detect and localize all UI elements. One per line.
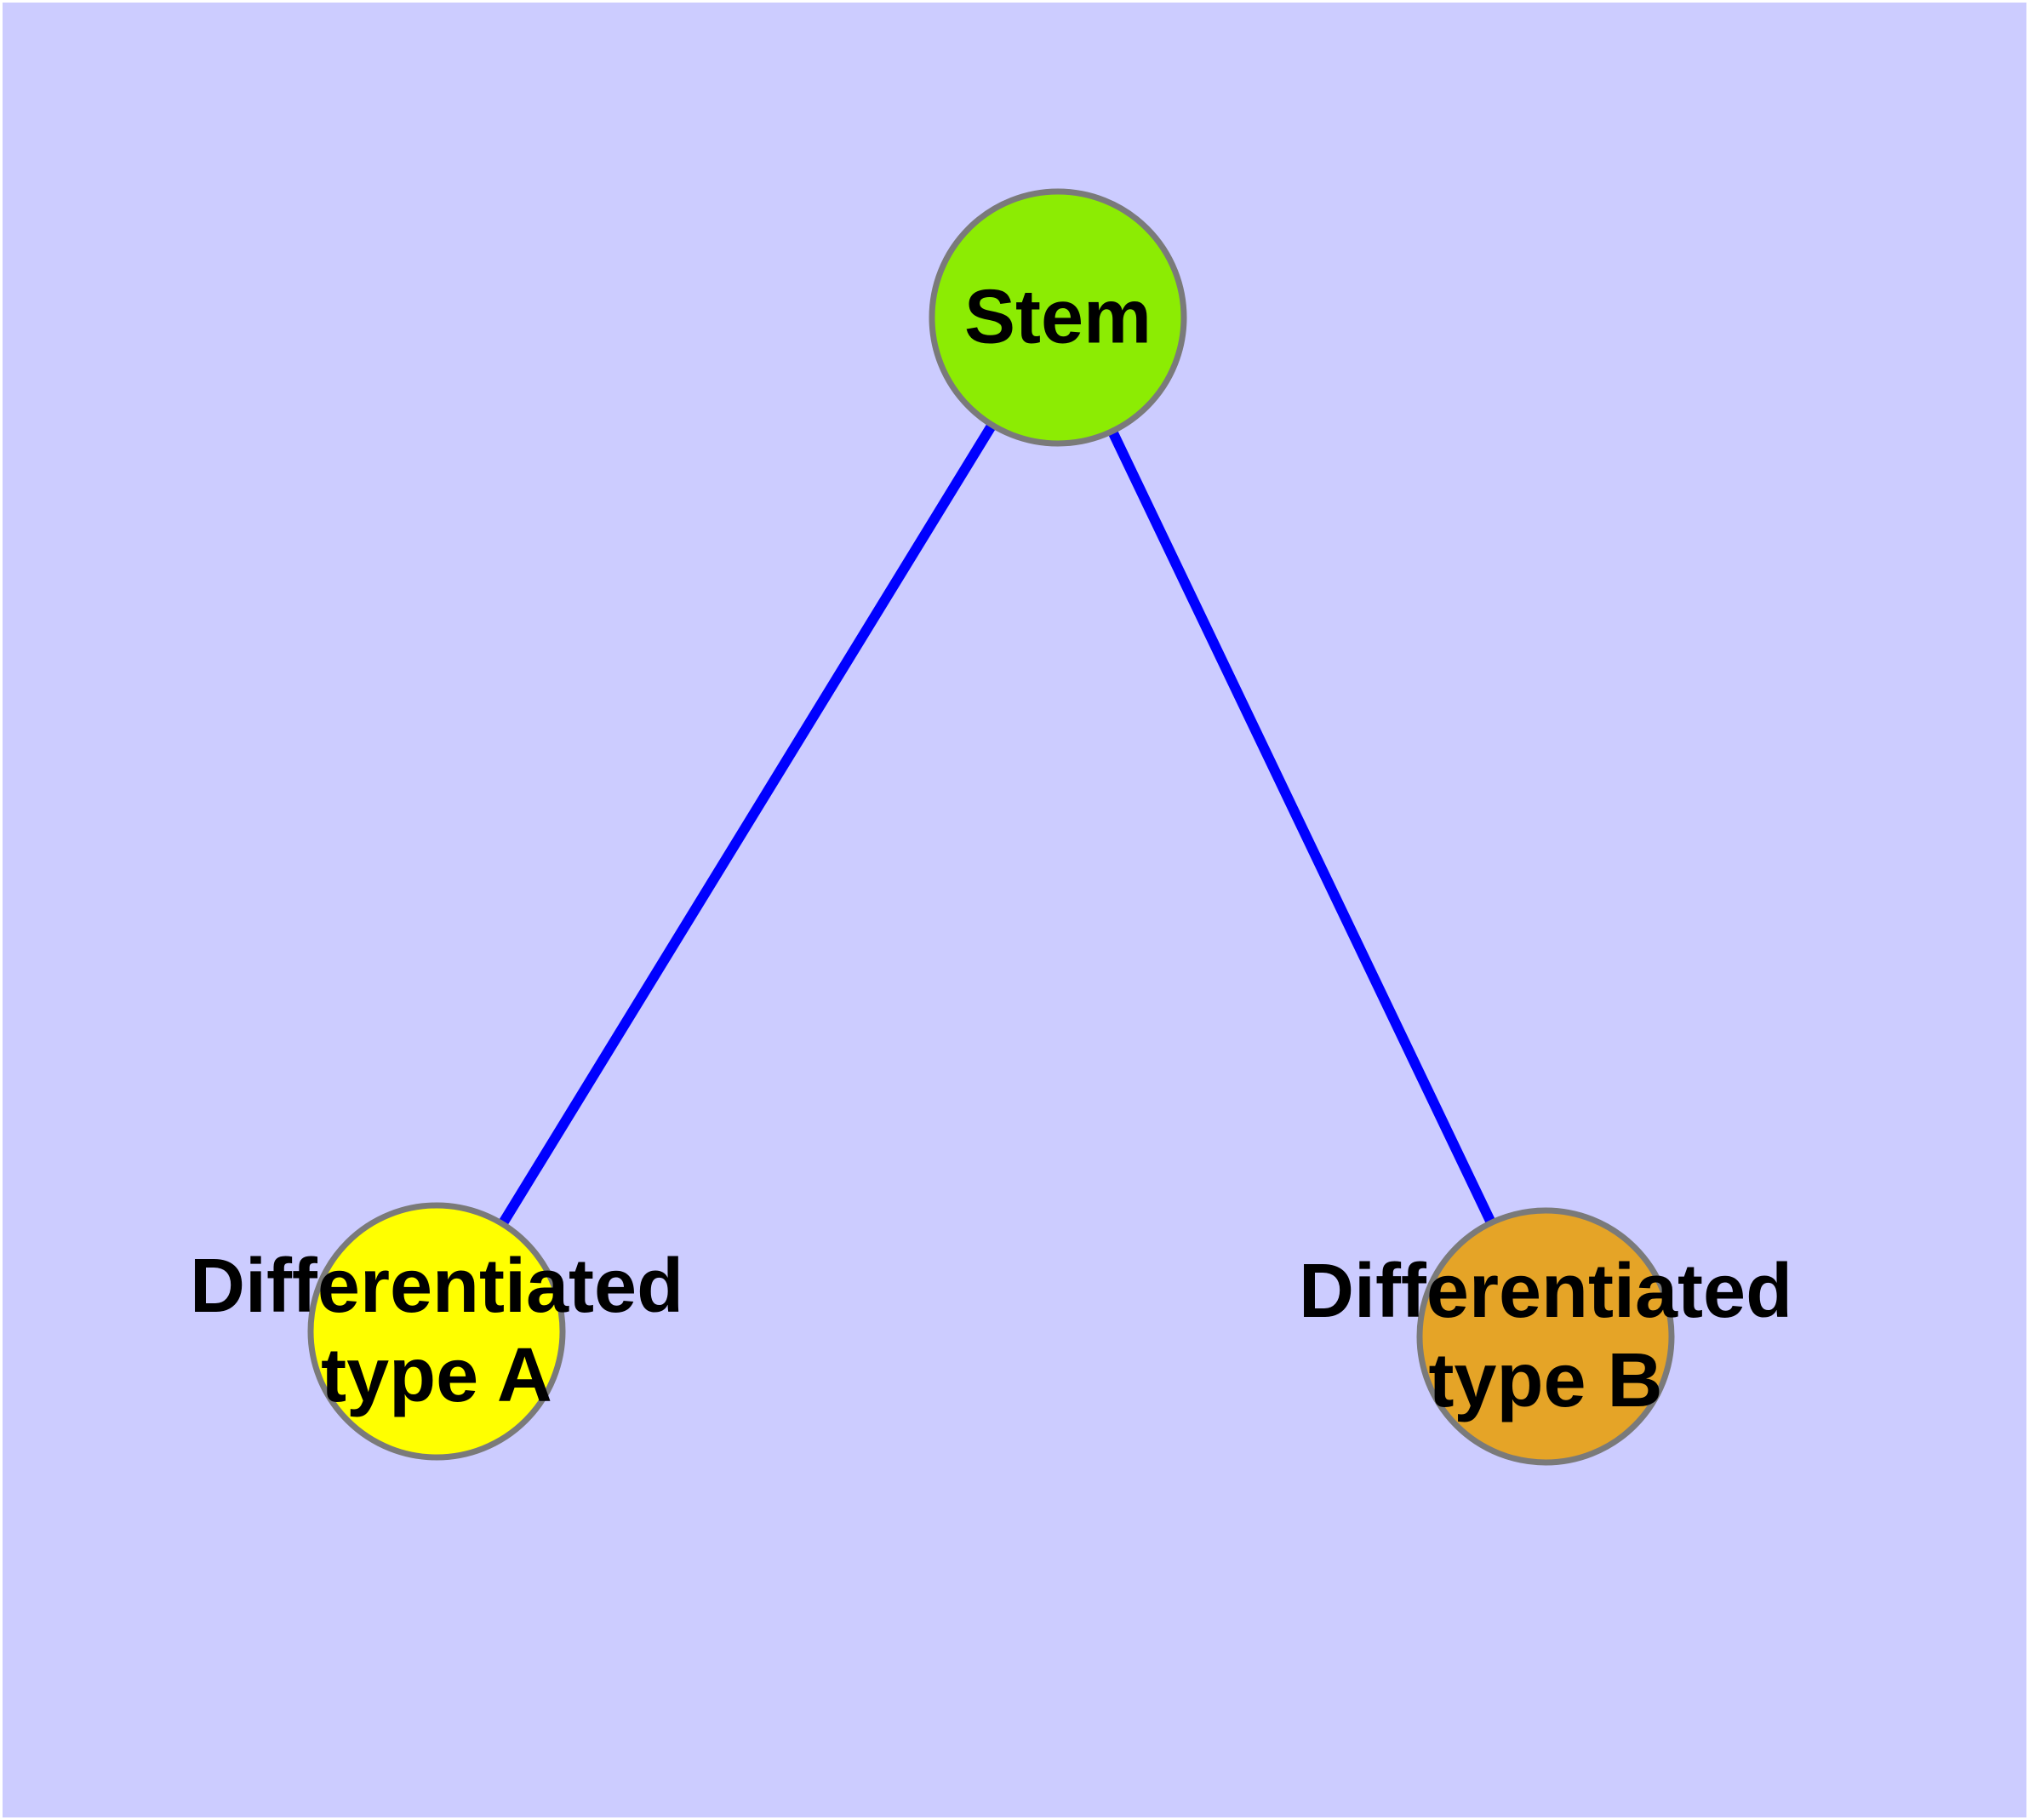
edge-stem-to-type-b [1053, 315, 1551, 1339]
nodes-layer [307, 188, 1675, 1466]
node-circle-type-b [1416, 1207, 1675, 1466]
node-circle-type-a [307, 1202, 566, 1461]
node-circle-stem [929, 188, 1187, 447]
edges-layer [432, 314, 1551, 1339]
edge-stem-to-type-a [432, 314, 1063, 1335]
